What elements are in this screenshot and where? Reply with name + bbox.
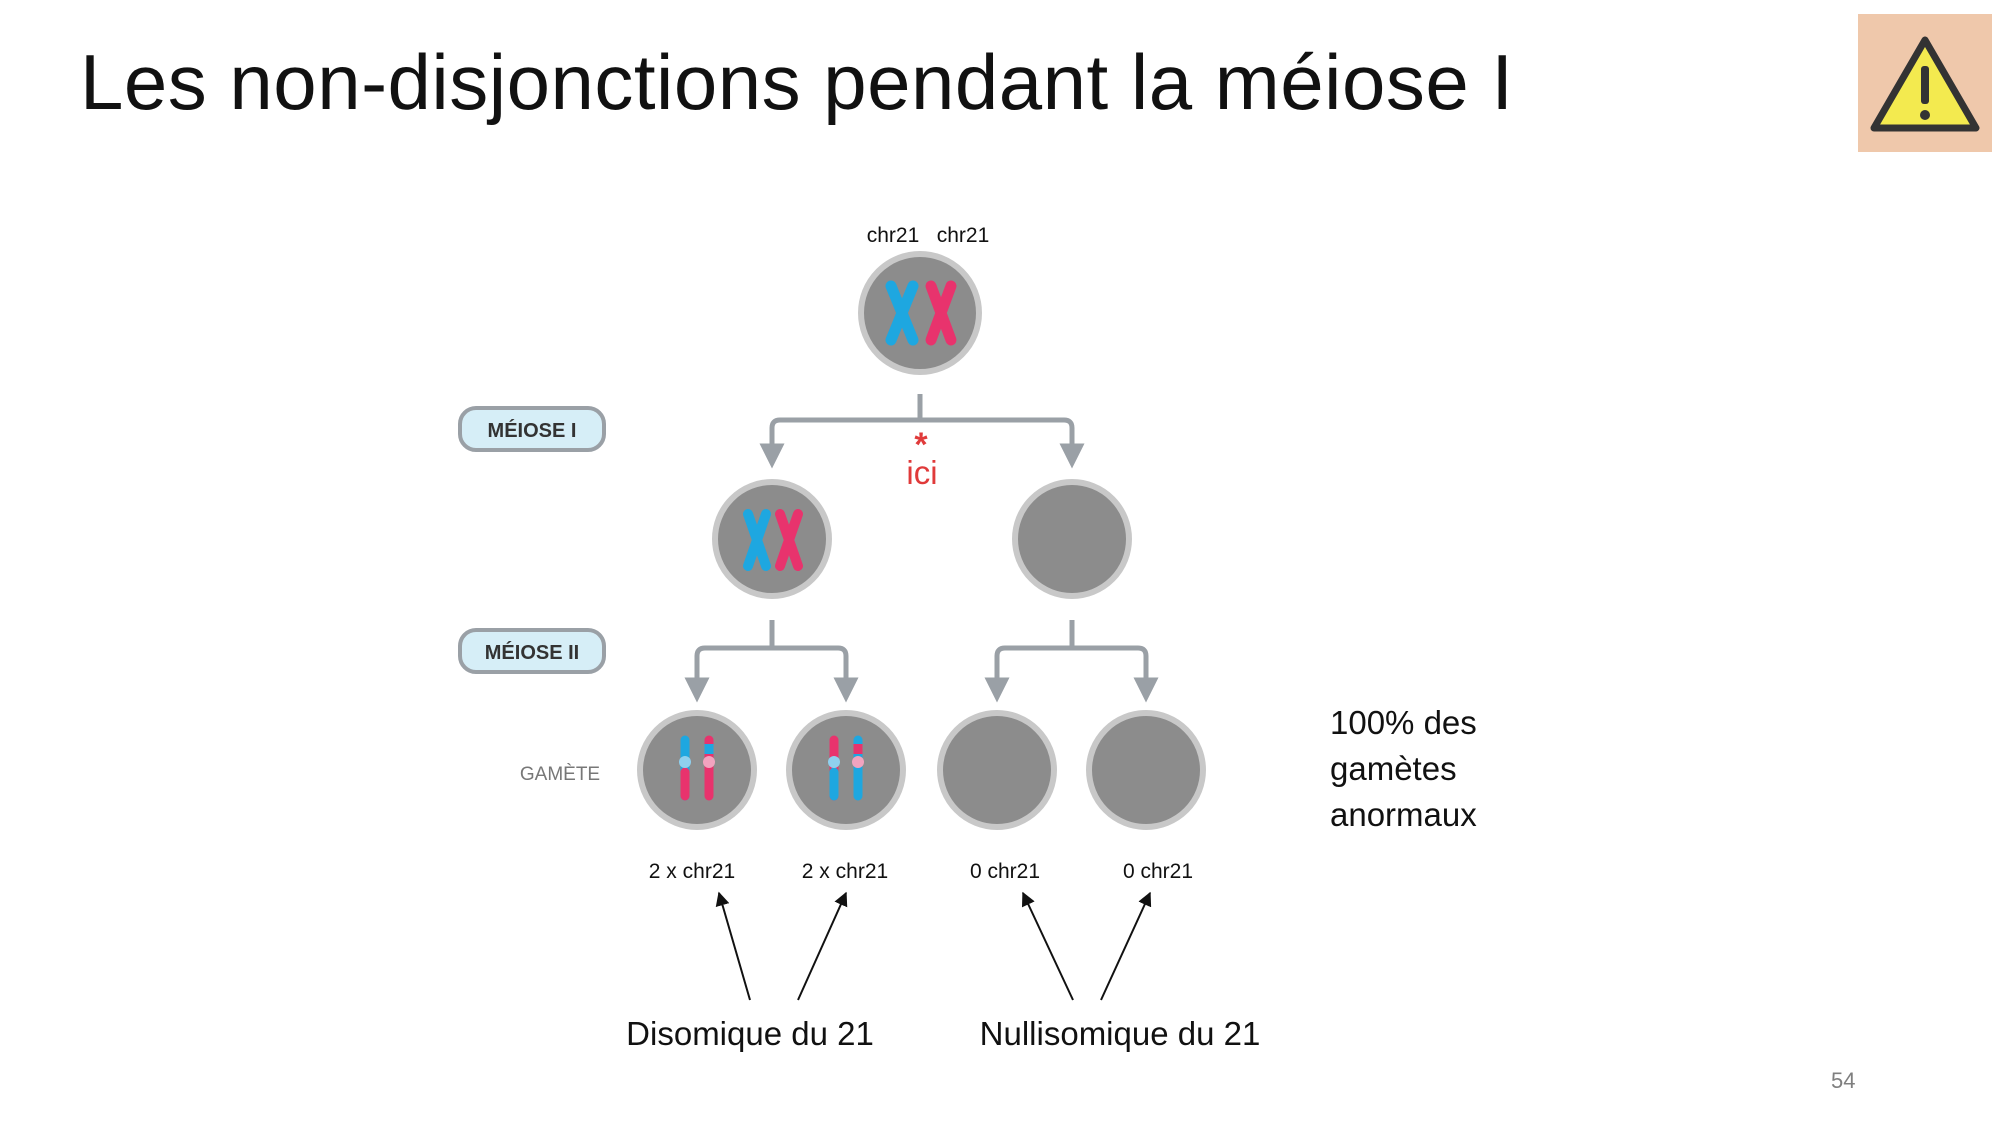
warning-triangle-icon bbox=[1870, 36, 1980, 132]
meiosis2-branch-right bbox=[984, 620, 1159, 703]
svg-text:MÉIOSE II: MÉIOSE II bbox=[485, 641, 579, 664]
gamete-1 bbox=[637, 710, 757, 830]
note-line-1: 100% des bbox=[1330, 704, 1477, 741]
gamete-4-empty bbox=[1086, 710, 1206, 830]
ici-label: ici bbox=[906, 454, 937, 491]
gamete-count-4: 0 chr21 bbox=[1123, 860, 1193, 883]
warning-badge bbox=[1858, 14, 1992, 152]
gamete-2 bbox=[786, 710, 906, 830]
blue-chromosome-x bbox=[885, 280, 919, 346]
meiosis1-branch bbox=[759, 394, 1085, 469]
gamete-count-3: 0 chr21 bbox=[970, 860, 1040, 883]
svg-text:MÉIOSE I: MÉIOSE I bbox=[488, 419, 577, 442]
parent-chr-label-1: chr21 bbox=[867, 224, 920, 247]
daughter-cell-right-empty bbox=[1012, 479, 1132, 599]
note-line-2: gamètes bbox=[1330, 750, 1457, 787]
slide-title: Les non-disjonctions pendant la méiose I bbox=[80, 38, 1514, 126]
gamete-count-1: 2 x chr21 bbox=[649, 860, 735, 883]
gamete-3-empty bbox=[937, 710, 1057, 830]
gamete-label: GAMÈTE bbox=[520, 764, 600, 785]
abnormal-gametes-note: 100% des gamètes anormaux bbox=[1330, 700, 1477, 838]
stage-label-meiose-2: MÉIOSE II bbox=[458, 628, 606, 674]
daughter-cell-left bbox=[712, 479, 832, 599]
parent-cell bbox=[858, 251, 982, 375]
parent-chr-label-2: chr21 bbox=[937, 224, 990, 247]
pointer-arrows bbox=[715, 891, 1152, 1001]
disomic-label: Disomique du 21 bbox=[626, 1015, 874, 1052]
gamete-count-2: 2 x chr21 bbox=[802, 860, 888, 883]
ici-asterisk: * bbox=[914, 426, 928, 464]
stage-label-meiose-1: MÉIOSE I bbox=[458, 406, 606, 452]
nullisomic-label: Nullisomique du 21 bbox=[980, 1015, 1261, 1052]
pink-chromosome-x bbox=[925, 280, 957, 346]
meiosis2-branch-left bbox=[684, 620, 859, 703]
note-line-3: anormaux bbox=[1330, 796, 1477, 833]
page-number: 54 bbox=[1831, 1068, 1856, 1093]
